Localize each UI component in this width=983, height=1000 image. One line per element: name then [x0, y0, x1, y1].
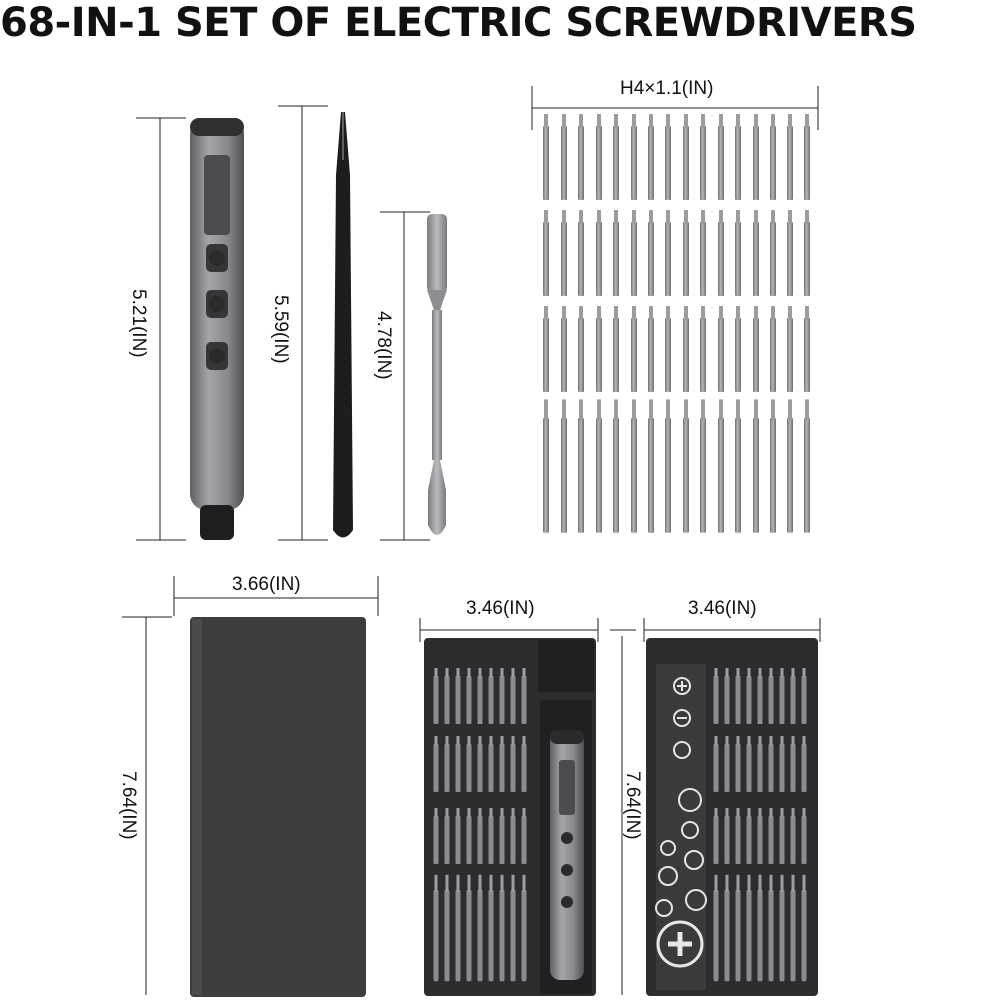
tray-left-width-label: 3.46(IN): [466, 598, 535, 619]
bit-grid: [543, 114, 810, 533]
left-tray: [424, 638, 596, 996]
tray-right-width-label: 3.46(IN): [688, 598, 757, 619]
pry-tool: [427, 214, 447, 535]
tweezers-dimension-line: [278, 105, 328, 541]
case-dimension-line: [122, 576, 379, 995]
product-title: 68-IN-1 SET OF ELECTRIC SCREWDRIVERS: [0, 0, 917, 46]
bit-size-label: H4×1.1(IN): [620, 78, 714, 99]
right-tray: [646, 638, 818, 996]
tweezers: [333, 112, 353, 538]
left-tray-bits: [433, 668, 527, 982]
closed-case: [190, 617, 366, 997]
electric-driver: [190, 118, 244, 540]
case-width-label: 3.66(IN): [232, 574, 301, 595]
driver-dimension-line: [136, 117, 186, 541]
pry-tool-dimension-line: [380, 211, 430, 541]
bit-dimension-line: [531, 86, 819, 130]
tray-dimension-line: [419, 618, 821, 995]
right-tray-bits: [713, 668, 807, 982]
